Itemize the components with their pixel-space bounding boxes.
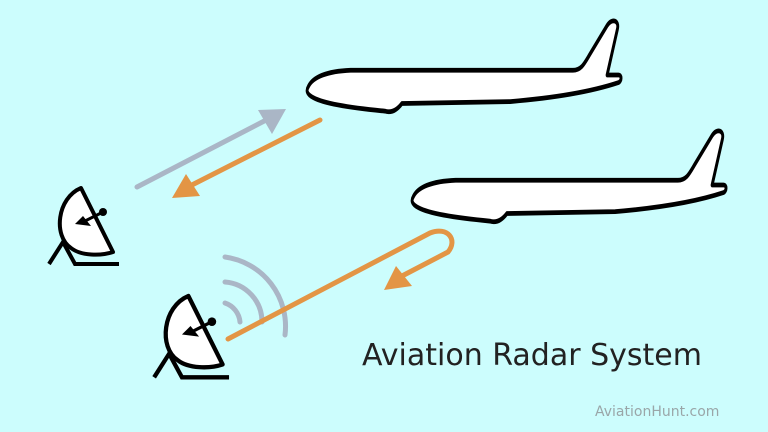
- source-credit: AviationHunt.com: [595, 404, 720, 420]
- radio-waves-icon: [222, 254, 289, 338]
- transmit-signal-arrow-icon: [134, 109, 286, 190]
- reflected-signal-arrow-icon: [172, 117, 323, 198]
- airplane-upper-icon: [307, 21, 621, 112]
- airplane-lower-icon: [412, 131, 726, 222]
- radar-dish-upper-icon: [47, 186, 121, 266]
- radar-dish-lower-icon: [154, 296, 229, 377]
- diagram-title: Aviation Radar System: [362, 338, 702, 373]
- reflected-signal-looped-arrow-icon: [225, 228, 455, 342]
